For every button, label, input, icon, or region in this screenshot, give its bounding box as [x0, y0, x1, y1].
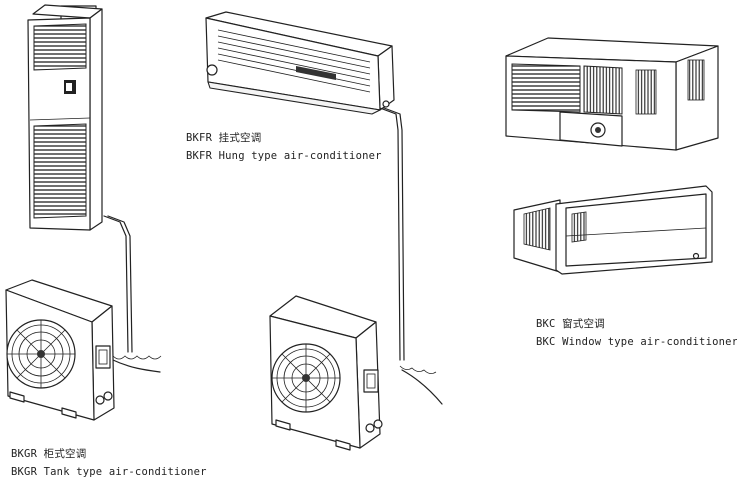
hung-outdoor-unit [269, 295, 383, 451]
tank-name-en: Tank type air-conditioner [43, 466, 207, 478]
window-name-en: Window type air-conditioner [562, 336, 737, 348]
window-code-en: BKC [536, 336, 556, 348]
tank-code: BKGR [11, 448, 38, 460]
tank-outdoor-unit [5, 279, 115, 421]
window-caption: BKC 窗式空调 BKC Window type air-conditioner [536, 315, 737, 351]
window-unit-side [513, 185, 713, 275]
tank-caption: BKGR 柜式空调 BKGR Tank type air-conditioner [11, 445, 207, 481]
hung-code: BKFR [186, 132, 213, 144]
hung-code-en: BKFR [186, 150, 213, 162]
hung-name-cn: 挂式空调 [218, 132, 262, 144]
hung-name-en: Hung type air-conditioner [218, 150, 382, 162]
tank-code-en: BKGR [11, 466, 38, 478]
window-name-cn: 窗式空调 [562, 318, 605, 330]
window-unit-front [505, 37, 719, 151]
tank-indoor-unit [27, 4, 103, 231]
window-code: BKC [536, 318, 556, 330]
hung-indoor-unit [205, 11, 395, 115]
hung-caption: BKFR 挂式空调 BKFR Hung type air-conditioner [186, 129, 382, 165]
tank-name-cn: 柜式空调 [43, 448, 87, 460]
